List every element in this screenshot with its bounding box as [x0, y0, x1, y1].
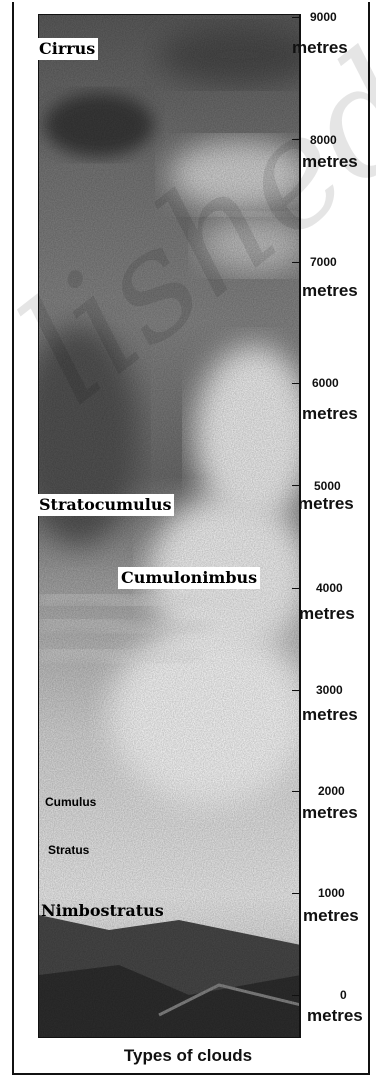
tick-mark: [292, 383, 300, 384]
tick-value: 8000: [310, 133, 337, 147]
tick-mark: [292, 893, 300, 894]
tick-value: 4000: [316, 581, 343, 595]
figure-caption: Types of clouds: [0, 1046, 376, 1066]
tick-mark: [292, 588, 300, 589]
tick-unit-label: metres: [299, 604, 355, 624]
tick-unit-label: metres: [302, 281, 358, 301]
cloud-label-stratus: Stratus: [48, 843, 89, 857]
tick-unit-label: metres: [307, 1006, 363, 1026]
cloud-label-nimbostratus: Nimbostratus: [38, 900, 167, 922]
tick-mark: [292, 485, 300, 486]
cloud-label-cumulus: Cumulus: [45, 795, 96, 809]
cloud-photo-illustration: [39, 15, 300, 1038]
tick-value: 7000: [310, 255, 337, 269]
tick-unit-label: metres: [302, 404, 358, 424]
tick-unit-label: metres: [302, 705, 358, 725]
tick-value: 0: [340, 988, 347, 1002]
cloud-label-cumulonimbus: Cumulonimbus: [118, 567, 260, 589]
tick-value: 5000: [314, 479, 341, 493]
cloud-label-stratocumulus: Stratocumulus: [36, 494, 174, 516]
tick-mark: [292, 262, 300, 263]
tick-unit-label: metres: [298, 494, 354, 514]
tick-unit-label: metres: [303, 906, 359, 926]
altitude-axis: [300, 14, 301, 1038]
tick-mark: [292, 690, 300, 691]
tick-value: 1000: [318, 886, 345, 900]
tick-value: 2000: [318, 784, 345, 798]
tick-unit-label: metres: [292, 38, 348, 58]
tick-unit-label: metres: [302, 152, 358, 172]
cloud-label-cirrus: Cirrus: [36, 38, 98, 60]
tick-value: 3000: [316, 683, 343, 697]
tick-mark: [292, 995, 300, 996]
tick-value: 6000: [312, 376, 339, 390]
tick-value: 9000: [310, 10, 337, 24]
tick-mark: [292, 17, 300, 18]
cloud-photograph: [38, 14, 300, 1038]
tick-mark: [292, 139, 300, 140]
tick-unit-label: metres: [302, 803, 358, 823]
tick-mark: [292, 791, 300, 792]
